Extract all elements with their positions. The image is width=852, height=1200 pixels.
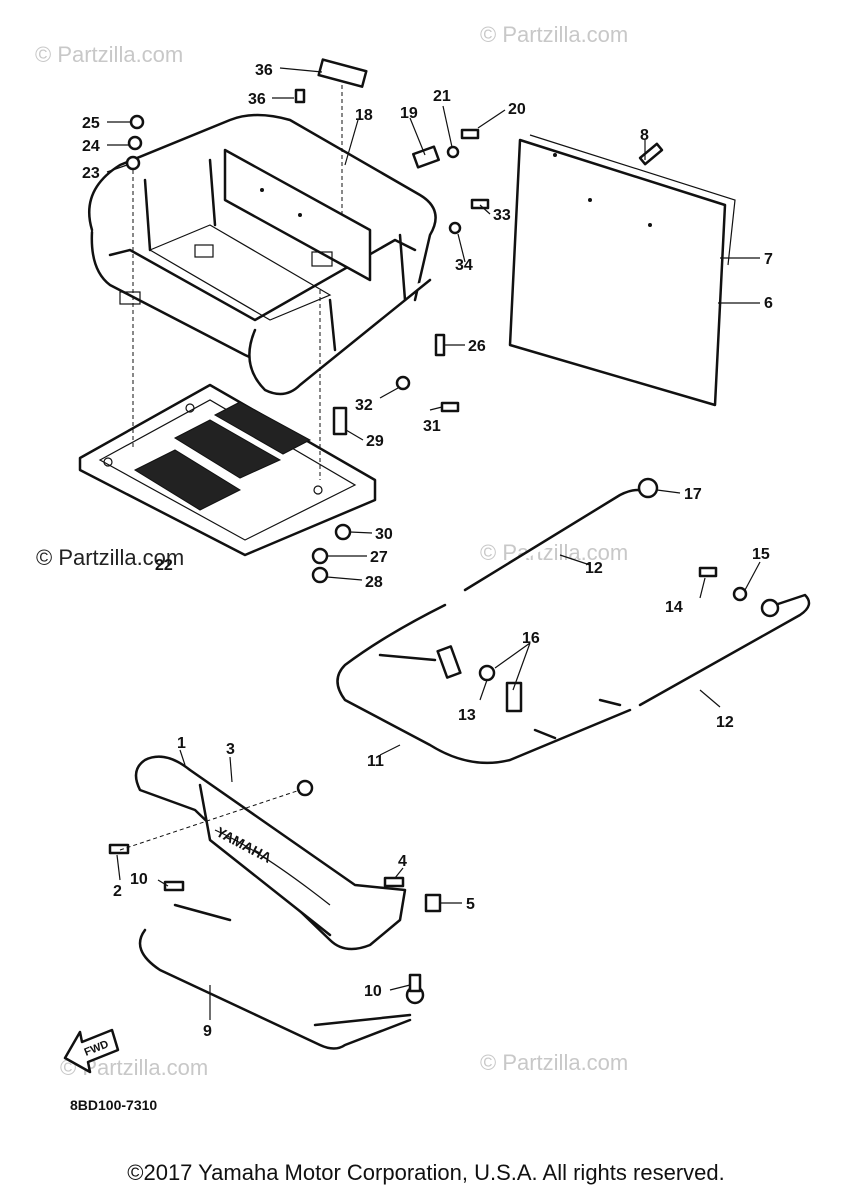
callout-18: 18 [355, 107, 373, 124]
callout-4: 4 [398, 853, 407, 870]
callout-10: 10 [130, 871, 148, 888]
callout-29: 29 [366, 433, 384, 450]
callout-22: 22 [155, 557, 173, 574]
front-guard-frame [336, 477, 811, 765]
watermark: © Partzilla.com [36, 545, 184, 570]
callout-3: 3 [226, 741, 235, 758]
watermark: © Partzilla.com [35, 42, 183, 67]
callout-30: 30 [375, 526, 393, 543]
diagram-code: 8BD100-7310 [70, 1097, 157, 1113]
callout-24: 24 [82, 138, 100, 155]
callout-1: 1 [177, 735, 186, 752]
front-bumper: YAMAHA [134, 755, 407, 951]
callout-10: 10 [364, 983, 382, 1000]
callout-2: 2 [113, 883, 122, 900]
callout-21: 21 [433, 88, 451, 105]
parts-diagram: © Partzilla.com © Partzilla.com © Partzi… [35, 22, 811, 1113]
callout-17: 17 [684, 486, 702, 503]
callout-25: 25 [82, 115, 100, 132]
callout-5: 5 [466, 896, 475, 913]
callout-15: 15 [752, 546, 770, 563]
leader-lines [106, 67, 761, 1020]
callout-12: 12 [716, 714, 734, 731]
callout-9: 9 [203, 1023, 212, 1040]
callout-36: 36 [248, 91, 266, 108]
callout-33: 33 [493, 207, 511, 224]
callout-8: 8 [640, 127, 649, 144]
callout-19: 19 [400, 105, 418, 122]
watermark: © Partzilla.com [480, 1050, 628, 1075]
callout-7: 7 [764, 251, 773, 268]
callout-26: 26 [468, 338, 486, 355]
watermark: © Partzilla.com [480, 22, 628, 47]
fwd-arrow-icon: FWD [63, 1028, 120, 1074]
rear-carrier [88, 113, 437, 396]
skid-plate [78, 383, 377, 557]
callouts: 36 36 18 19 21 20 8 7 6 33 34 25 24 23 2… [82, 62, 773, 1040]
callout-23: 23 [82, 165, 100, 182]
callout-12: 12 [585, 560, 603, 577]
callout-20: 20 [508, 101, 526, 118]
callout-13: 13 [458, 707, 476, 724]
callout-28: 28 [365, 574, 383, 591]
callout-11: 11 [367, 753, 384, 770]
callout-31: 31 [423, 418, 441, 435]
callout-14: 14 [665, 599, 683, 616]
callout-32: 32 [355, 397, 373, 414]
callout-16: 16 [522, 630, 540, 647]
callout-27: 27 [370, 549, 388, 566]
callout-6: 6 [764, 295, 773, 312]
callout-34: 34 [455, 257, 473, 274]
copyright-notice: ©2017 Yamaha Motor Corporation, U.S.A. A… [127, 1160, 725, 1185]
front-board [508, 134, 736, 407]
callout-36: 36 [255, 62, 273, 79]
hardware [108, 58, 748, 993]
